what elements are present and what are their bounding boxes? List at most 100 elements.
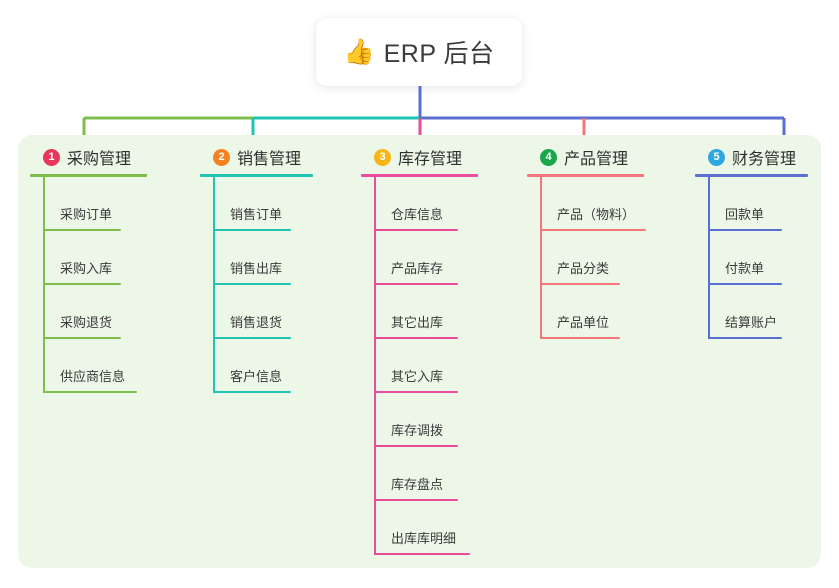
leaf-item-label: 销售订单 [230,207,283,222]
leaf-item-label: 仓库信息 [391,207,444,222]
column-spine-2 [213,177,215,393]
leaf-item[interactable]: 供应商信息 [30,339,190,393]
leaf-item-underline [374,553,470,555]
column-3: 3 库存管理仓库信息产品库存其它出库其它入库库存调拨库存盘点出库库明细 [361,146,521,555]
column-title-1: 采购管理 [67,151,132,168]
leaf-item-label: 销售退货 [230,315,283,330]
leaf-item-underline [374,499,458,501]
column-title-4: 产品管理 [564,151,629,168]
leaf-item[interactable]: 产品（物料） [527,177,687,231]
leaf-item-underline [213,283,291,285]
column-badge-3: 3 [374,148,391,166]
column-title-5: 财务管理 [732,151,797,168]
leaf-item-label: 其它出库 [391,315,444,330]
leaf-item[interactable]: 库存调拨 [361,393,521,447]
leaf-item-underline [43,229,121,231]
column-header-1[interactable]: 1 采购管理 [30,146,190,168]
column-title-3: 库存管理 [398,151,463,168]
leaf-item[interactable]: 销售订单 [200,177,360,231]
column-1: 1 采购管理采购订单采购入库采购退货供应商信息 [30,146,190,393]
leaf-item-underline [374,445,458,447]
leaf-item-underline [540,283,620,285]
column-badge-1: 1 [43,148,60,166]
leaf-item-underline [374,229,458,231]
leaf-item-label: 产品（物料） [557,207,636,222]
thumbs-up-icon: 👍 [343,37,375,66]
leaf-item[interactable]: 采购入库 [30,231,190,285]
leaf-item-label: 客户信息 [230,369,283,384]
leaf-item-underline [708,283,782,285]
leaf-item-underline [374,283,458,285]
column-badge-2: 2 [213,148,230,166]
column-badge-5: 5 [708,148,725,166]
leaf-item[interactable]: 其它出库 [361,285,521,339]
leaf-item-label: 出库库明细 [391,531,457,546]
leaf-item-underline [708,229,782,231]
column-items-5: 回款单付款单结算账户 [695,177,835,339]
leaf-item[interactable]: 采购订单 [30,177,190,231]
root-title: ERP 后台 [383,40,495,68]
leaf-item[interactable]: 出库库明细 [361,501,521,555]
column-items-1: 采购订单采购入库采购退货供应商信息 [30,177,190,393]
leaf-item[interactable]: 付款单 [695,231,835,285]
leaf-item-underline [213,337,291,339]
leaf-item[interactable]: 回款单 [695,177,835,231]
column-title-2: 销售管理 [237,151,302,168]
leaf-item[interactable]: 其它入库 [361,339,521,393]
column-header-3[interactable]: 3 库存管理 [361,146,521,168]
leaf-item-underline [43,337,121,339]
column-items-3: 仓库信息产品库存其它出库其它入库库存调拨库存盘点出库库明细 [361,177,521,555]
leaf-item-underline [213,229,291,231]
leaf-item[interactable]: 销售出库 [200,231,360,285]
column-header-2[interactable]: 2 销售管理 [200,146,360,168]
leaf-item-label: 产品单位 [557,315,610,330]
column-items-4: 产品（物料） 产品分类产品单位 [527,177,687,339]
column-underline-3 [361,174,478,177]
leaf-item-label: 采购订单 [60,207,113,222]
column-underline-1 [30,174,147,177]
leaf-item-underline [708,337,782,339]
leaf-item-label: 回款单 [725,207,765,222]
leaf-item[interactable]: 库存盘点 [361,447,521,501]
leaf-item[interactable]: 客户信息 [200,339,360,393]
leaf-item[interactable]: 产品库存 [361,231,521,285]
diagram-panel [18,135,821,568]
column-spine-5 [708,177,710,339]
leaf-item[interactable]: 销售退货 [200,285,360,339]
column-underline-4 [527,174,644,177]
column-underline-5 [695,174,808,177]
leaf-item-label: 付款单 [725,261,765,276]
column-4: 4 产品管理产品（物料） 产品分类产品单位 [527,146,687,339]
leaf-item[interactable]: 产品分类 [527,231,687,285]
column-spine-4 [540,177,542,339]
leaf-item[interactable]: 产品单位 [527,285,687,339]
leaf-item-label: 库存调拨 [391,423,444,438]
column-spine-1 [43,177,45,393]
leaf-item-underline [540,337,620,339]
leaf-item-underline [540,229,646,231]
leaf-item-label: 结算账户 [725,315,778,330]
column-header-5[interactable]: 5 财务管理 [695,146,835,168]
leaf-item-label: 产品库存 [391,261,444,276]
leaf-item[interactable]: 仓库信息 [361,177,521,231]
leaf-item-underline [43,391,137,393]
column-underline-2 [200,174,313,177]
column-5: 5 财务管理回款单付款单结算账户 [695,146,835,339]
leaf-item-label: 其它入库 [391,369,444,384]
leaf-item-label: 采购入库 [60,261,113,276]
column-items-2: 销售订单销售出库销售退货客户信息 [200,177,360,393]
leaf-item-underline [43,283,121,285]
leaf-item[interactable]: 结算账户 [695,285,835,339]
column-spine-3 [374,177,376,555]
leaf-item-label: 供应商信息 [60,369,126,384]
leaf-item-label: 采购退货 [60,315,113,330]
column-header-4[interactable]: 4 产品管理 [527,146,687,168]
leaf-item-underline [213,391,291,393]
leaf-item-label: 库存盘点 [391,477,444,492]
leaf-item-underline [374,391,458,393]
leaf-item[interactable]: 采购退货 [30,285,190,339]
column-2: 2 销售管理销售订单销售出库销售退货客户信息 [200,146,360,393]
leaf-item-underline [374,337,458,339]
root-node-card[interactable]: 👍 ERP 后台 [316,18,522,86]
column-badge-4: 4 [540,148,557,166]
